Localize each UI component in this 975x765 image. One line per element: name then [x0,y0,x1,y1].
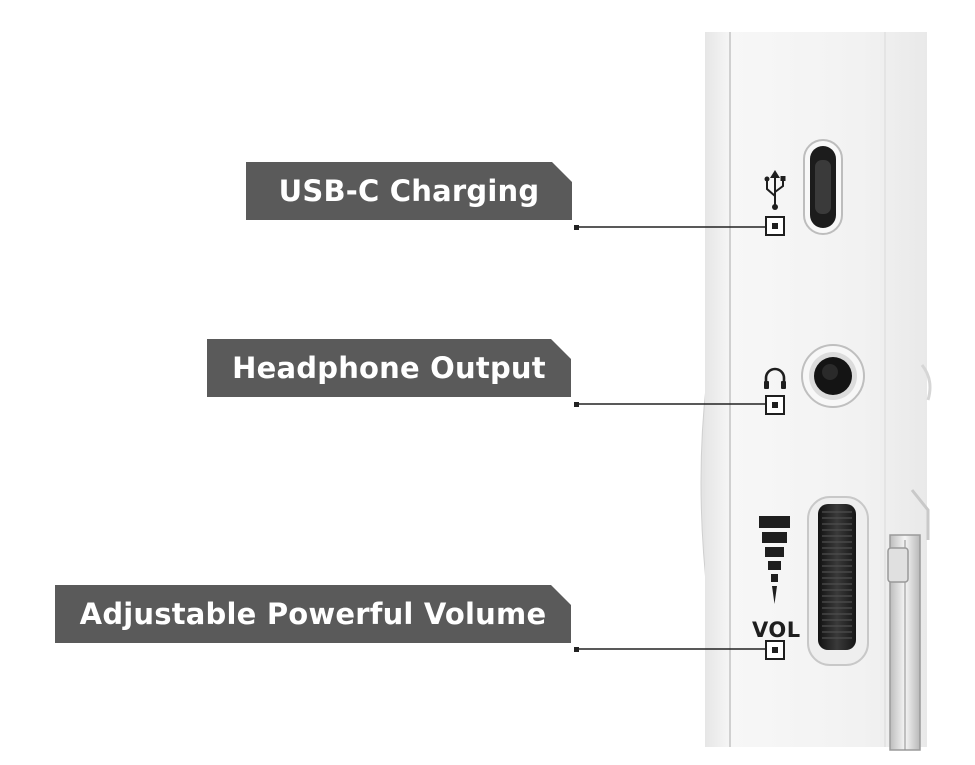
volume-level-icon [759,516,790,604]
callout-usb-c-charging: USB-C Charging [246,162,572,220]
volume-wheel [818,504,856,650]
leader-line-volume [574,640,785,660]
usb-icon [764,170,786,210]
leader-line-usb [574,216,785,236]
leader-line-headphone [574,395,785,415]
callout-headphone-output: Headphone Output [207,339,571,397]
volume-marking: VOL [752,618,801,642]
headphone-icon [764,367,786,389]
callout-adjustable-volume: Adjustable Powerful Volume [55,585,571,643]
